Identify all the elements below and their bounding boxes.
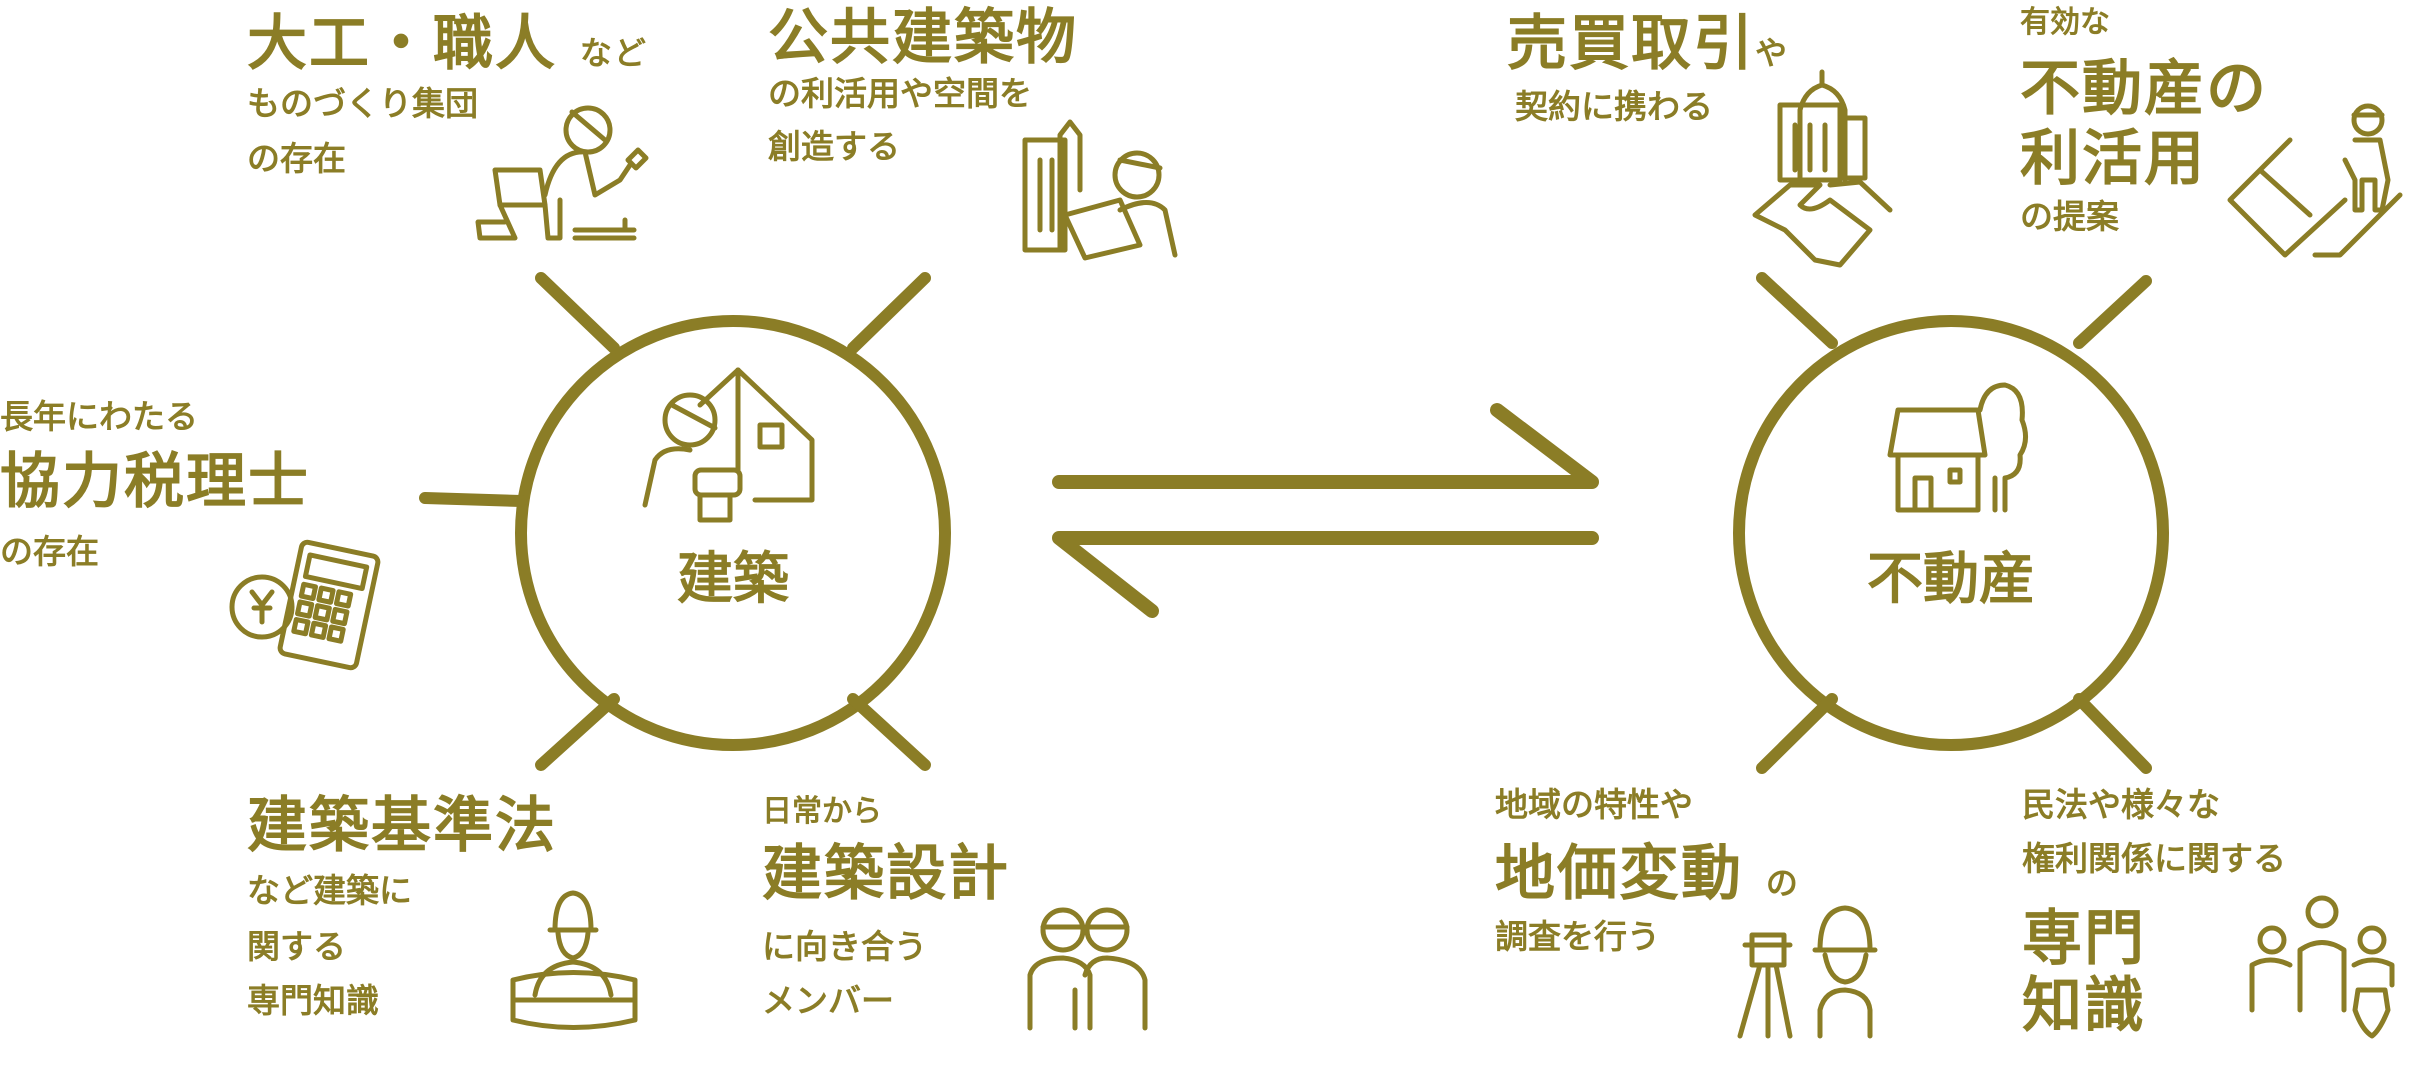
item-line: の存在 [247, 139, 346, 178]
surveyor-plan-icon [2227, 103, 2403, 258]
item-title-real-estate-use: 不動産の [2020, 54, 2268, 124]
house-tree-icon [1887, 382, 2028, 513]
item-title-real-estate-use-2: 利活用 [2020, 124, 2206, 194]
item-line: 調査を行う [1495, 917, 1660, 956]
item-prefix-2: 権利関係に関する [2022, 839, 2286, 878]
worker-with-house-icon [642, 367, 815, 523]
group-shield-icon [2249, 895, 2395, 1039]
theodolite-surveyor-icon [1737, 905, 1878, 1039]
item-title-building-standards: 建築基準法 [247, 791, 557, 861]
item-line: の存在 [0, 532, 99, 571]
building-worker-icon [1022, 119, 1178, 261]
suffix-text: や [1755, 34, 1790, 72]
title-text: 大工・職人 [247, 9, 557, 79]
item-line: に向き合う [762, 927, 927, 966]
item-title-craftsmen: 大工・職人 など [247, 10, 648, 79]
item-line: 専門知識 [247, 981, 379, 1020]
item-line: 契約に携わる [1515, 87, 1713, 126]
item-prefix: 日常から [762, 794, 882, 829]
item-prefix: 有効な [2020, 5, 2110, 40]
item-line: の利活用や空間を [768, 74, 1032, 113]
item-title-architectural-design: 建築設計 [762, 839, 1010, 909]
suffix-text: の [1765, 864, 1800, 902]
item-line: 関する [247, 927, 346, 966]
item-prefix: 民法や様々な [2022, 785, 2220, 824]
calculator-yen-icon [229, 539, 381, 671]
right-hub-circle [1733, 272, 2169, 774]
bidirectional-arrows-icon [1052, 403, 1599, 618]
carpenter-hammer-icon [475, 105, 649, 241]
item-title-land-price: 地価変動 の [1495, 840, 1800, 909]
right-hub-label: 不動産 [1867, 547, 2035, 612]
item-title-public-buildings: 公共建築物 [768, 3, 1078, 73]
item-line: の提案 [2020, 197, 2119, 236]
two-workers-icon [1027, 907, 1148, 1031]
item-line: ものづくり集団 [247, 84, 478, 123]
title-text: 売買取引 [1507, 9, 1755, 79]
suffix-text: など [579, 34, 648, 72]
item-line: など建築に [247, 871, 412, 910]
left-hub-label: 建築 [677, 547, 789, 612]
item-prefix: 地域の特性や [1495, 785, 1693, 824]
item-title-tax-accountant: 協力税理士 [0, 447, 310, 517]
item-title-transactions: 売買取引や [1507, 10, 1789, 79]
architect-plan-icon [510, 890, 638, 1030]
left-hub-circle [419, 272, 951, 771]
item-prefix: 長年にわたる [0, 397, 198, 436]
item-line: 創造する [768, 127, 900, 166]
item-title-expertise-2: 知識 [2022, 971, 2146, 1041]
item-line: メンバー [762, 981, 894, 1020]
handshake-building-icon [1752, 69, 1893, 268]
title-text: 地価変動 [1495, 839, 1743, 909]
item-title-expertise: 専門 [2022, 904, 2146, 974]
